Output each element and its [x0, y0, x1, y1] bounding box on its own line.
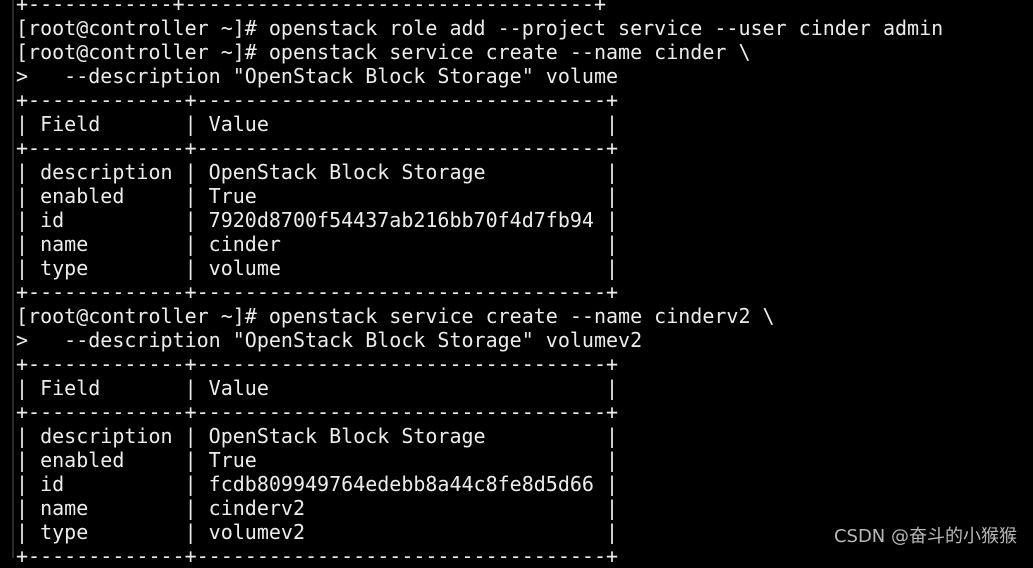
terminal-line: | Field | Value | — [16, 376, 619, 400]
terminal-line: | type | volume | — [16, 256, 619, 280]
terminal-line: | name | cinderv2 | — [16, 496, 619, 520]
terminal-line: +-------------+-------------------------… — [16, 136, 619, 160]
terminal-line: | id | 7920d8700f54437ab216bb70f4d7fb94 … — [16, 208, 619, 232]
terminal-line: +-------------+-------------------------… — [16, 352, 619, 376]
terminal-line: +-------------+-------------------------… — [16, 88, 619, 112]
terminal-line: +-------------+-------------------------… — [16, 400, 619, 424]
terminal-line: > --description "OpenStack Block Storage… — [16, 328, 643, 352]
terminal-line: | name | cinder | — [16, 232, 619, 256]
terminal-line: +-------------+-------------------------… — [16, 280, 619, 304]
terminal-line: | description | OpenStack Block Storage … — [16, 424, 619, 448]
terminal-line: [root@controller ~]# openstack service c… — [16, 304, 775, 328]
terminal-output: +------------+--------------------------… — [14, 0, 1033, 568]
terminal-line: | enabled | True | — [16, 184, 619, 208]
terminal-line: +------------+--------------------------… — [16, 0, 607, 16]
terminal-line: | Field | Value | — [16, 112, 619, 136]
terminal-line: | enabled | True | — [16, 448, 619, 472]
csdn-watermark: CSDN @奋斗的小猴猴 — [833, 526, 1017, 547]
terminal-line: | id | fcdb809949764edebb8a44c8fe8d5d66 … — [16, 472, 619, 496]
terminal-line: [root@controller ~]# openstack service c… — [16, 40, 751, 64]
terminal-line: [root@controller ~]# openstack role add … — [16, 16, 944, 40]
terminal-line: | description | OpenStack Block Storage … — [16, 160, 619, 184]
terminal-line: > --description "OpenStack Block Storage… — [16, 64, 619, 88]
terminal-window[interactable]: +------------+--------------------------… — [12, 0, 1033, 568]
terminal-line: | type | volumev2 | — [16, 520, 619, 544]
